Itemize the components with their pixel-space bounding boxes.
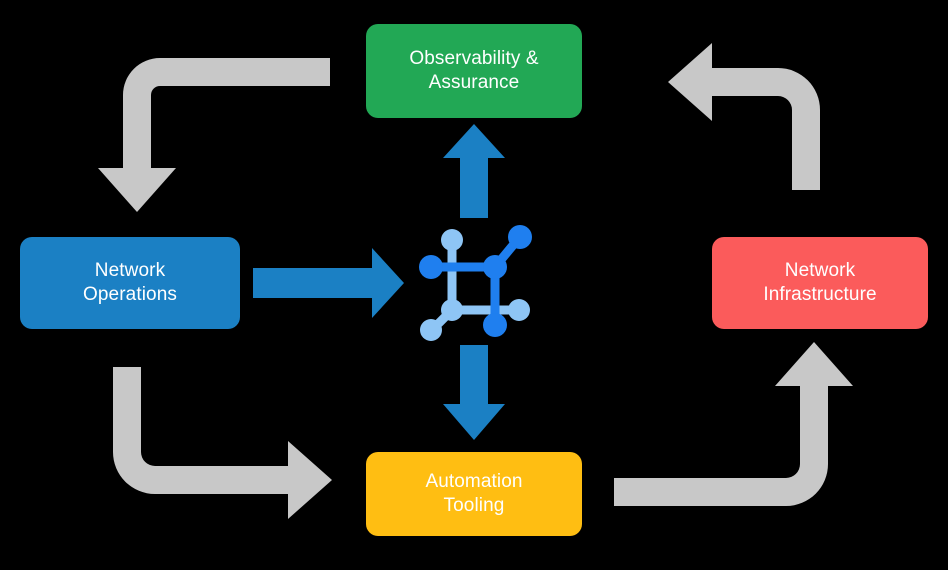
operations-to-automation-arrow: [113, 367, 332, 519]
node-box-network-infrastructure[interactable]: Network Infrastructure: [712, 237, 928, 329]
topology-node-light-bottomleft: [420, 319, 442, 341]
center-to-automation-arrow: [443, 345, 505, 440]
topology-node-light-right: [508, 299, 530, 321]
node-label-network-operations: Network Operations: [83, 259, 177, 305]
node-box-automation-tooling[interactable]: Automation Tooling: [366, 452, 582, 536]
node-box-observability[interactable]: Observability & Assurance: [366, 24, 582, 118]
topology-node-dark-topright: [508, 225, 532, 249]
topology-node-dark-left: [419, 255, 443, 279]
node-label-network-infrastructure: Network Infrastructure: [763, 259, 877, 305]
node-label-automation-tooling: Automation Tooling: [425, 470, 523, 516]
observability-to-operations-arrow: [98, 58, 330, 212]
node-box-network-operations[interactable]: Network Operations: [20, 237, 240, 329]
node-label-observability: Observability & Assurance: [409, 47, 539, 93]
topology-node-light-top: [441, 229, 463, 251]
center-to-observability-arrow: [443, 124, 505, 218]
operations-to-center-arrow: [253, 248, 404, 318]
topology-node-light-center: [441, 299, 463, 321]
topology-node-dark-bottom: [483, 313, 507, 337]
automation-to-infrastructure-arrow: [614, 342, 853, 506]
infrastructure-to-observability-arrow: [668, 43, 820, 190]
topology-node-dark-hub: [483, 255, 507, 279]
